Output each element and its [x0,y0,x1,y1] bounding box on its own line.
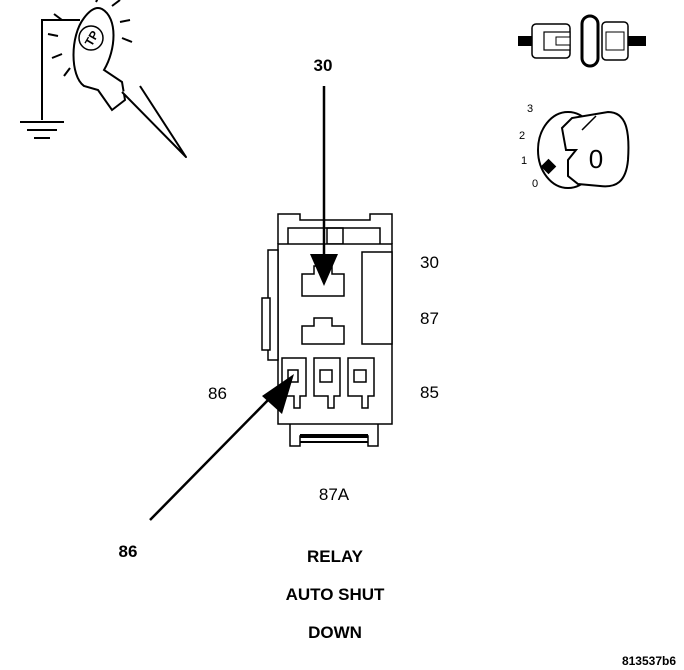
ground-symbol-icon [20,121,64,139]
ignition-position-3: 3 [527,103,533,115]
ignition-position-0: 0 [532,178,538,190]
caption-line-3: DOWN [308,623,362,642]
caption-line-1: RELAY [307,547,364,566]
pin-label-87a: 87A [319,485,350,504]
callout-86: 86 [119,542,138,561]
ignition-position-1: 1 [521,155,527,167]
light-rays-icon [47,0,133,77]
callout-30: 30 [314,56,333,75]
relay-terminals [281,265,375,409]
pin-label-85: 85 [420,383,439,402]
test-light-label: TP [82,28,102,48]
figure-id: 813537b6 [622,654,676,668]
ignition-switch-icon: 3 2 1 0 0 [519,103,630,190]
pin-label-86: 86 [208,384,227,403]
pin-label-30: 30 [420,253,439,272]
ignition-key-symbol: 0 [589,144,603,174]
probe-arrow-86 [149,374,294,521]
ignition-marker-icon [540,158,557,175]
terminal-87-slot [301,317,345,345]
caption-line-2: AUTO SHUT [286,585,385,604]
connector-disconnect-icon [518,14,646,68]
pin-label-87: 87 [420,309,439,328]
test-light-icon: TP [20,0,187,158]
probe-arrow-30 [310,86,338,286]
ignition-position-2: 2 [519,130,525,142]
